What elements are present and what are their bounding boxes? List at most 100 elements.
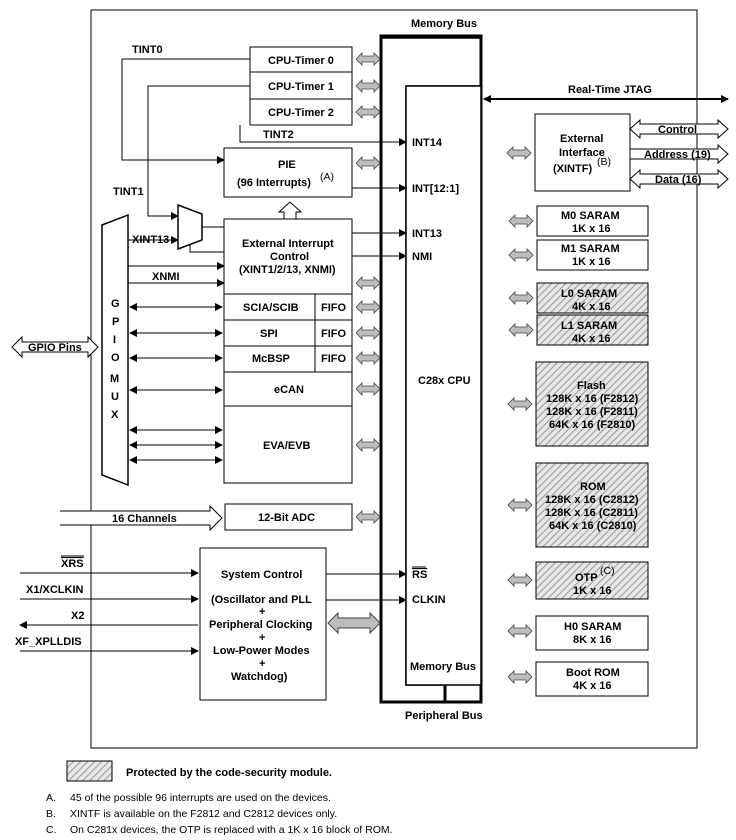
int12-label: INT[12:1] (412, 183, 459, 195)
adc-label: 12-Bit ADC (258, 512, 315, 524)
syscontrol-title: System Control (221, 569, 302, 581)
nmi-label: NMI (412, 251, 432, 263)
fifo-3: FIFO (321, 353, 346, 365)
spi-label: SPI (260, 328, 278, 340)
int13-label: INT13 (412, 228, 442, 240)
adc-box (224, 503, 353, 531)
note-c-label: C. (46, 824, 57, 836)
int14-label: INT14 (412, 137, 443, 149)
tint0-line (121, 58, 250, 164)
peripheral-bus-label: Peripheral Bus (405, 710, 483, 722)
gpio-mux (101, 213, 129, 487)
timer-1-label: CPU-Timer 1 (268, 81, 334, 93)
svg-text:Boot ROM: Boot ROM (566, 667, 620, 679)
note-c-text: On C281x devices, the OTP is replaced wi… (70, 824, 393, 836)
cpu-timer-2 (249, 98, 353, 126)
syscontrol-line4: Watchdog) (231, 671, 288, 683)
xintf-data-arrow (629, 168, 729, 190)
pie-note: (A) (320, 171, 334, 183)
svg-text:4K x 16: 4K x 16 (572, 301, 611, 313)
svg-text:(C): (C) (600, 565, 615, 577)
svg-text:+: + (259, 658, 265, 670)
x2-label: X2 (71, 610, 84, 622)
memory-bus-bottom-label: Memory Bus (410, 661, 476, 673)
svg-text:Address (19): Address (19) (644, 149, 711, 161)
pie-box (223, 147, 353, 198)
xintf-address-arrow (629, 143, 729, 165)
svg-text:4K x 16: 4K x 16 (573, 680, 612, 692)
tint1-line (147, 85, 250, 220)
note-a-text: 45 of the possible 96 interrupts are use… (70, 792, 331, 804)
h0-saram (535, 615, 649, 651)
note-a-label: A. (46, 792, 56, 804)
xintf-control-arrow (629, 118, 729, 140)
svg-text:+: + (259, 632, 265, 644)
legend-text: Protected by the code-security module. (126, 767, 332, 779)
svg-text:O: O (111, 352, 120, 364)
svg-text:+: + (259, 606, 265, 618)
svg-text:8K x 16: 8K x 16 (573, 634, 612, 646)
svg-text:L1 SARAM: L1 SARAM (561, 320, 617, 332)
xintf-line3: (XINTF) (553, 163, 592, 175)
svg-text:128K x 16 (C2812): 128K x 16 (C2812) (545, 494, 639, 506)
svg-text:1K x 16: 1K x 16 (573, 585, 612, 597)
fifo-2: FIFO (321, 328, 346, 340)
svg-text:64K x 16 (F2810): 64K x 16 (F2810) (549, 419, 636, 431)
svg-text:Data (16): Data (16) (655, 174, 702, 186)
gpio-pins-label: GPIO Pins (28, 342, 82, 354)
svg-text:I: I (113, 334, 116, 346)
svg-text:P: P (112, 316, 119, 328)
memory-bus-top-label: Memory Bus (411, 18, 477, 30)
tint1-label: TINT1 (113, 186, 144, 198)
note-b-text: XINTF is available on the F2812 and C281… (70, 808, 337, 820)
svg-text:H0 SARAM: H0 SARAM (564, 621, 621, 633)
pie-subtitle: (96 Interrupts) (237, 177, 311, 189)
syscontrol-bus-arrow (327, 611, 381, 635)
xintf-note: (B) (597, 156, 611, 168)
xf-label: XF_XPLLDIS (15, 636, 82, 648)
rom-block (535, 462, 649, 548)
fifo-1: FIFO (321, 302, 346, 314)
cpu-box (405, 85, 482, 686)
timer-0-label: CPU-Timer 0 (268, 55, 334, 67)
svg-text:128K x 16 (C2811): 128K x 16 (C2811) (545, 507, 638, 519)
svg-text:64K x 16 (C2810): 64K x 16 (C2810) (549, 520, 637, 532)
ecan-label: eCAN (274, 384, 304, 396)
m0-saram (536, 205, 649, 237)
boot-rom (535, 661, 649, 697)
xint-line2: Control (270, 251, 309, 263)
svg-text:4K x 16: 4K x 16 (572, 333, 611, 345)
adc-channels-label: 16 Channels (112, 513, 177, 525)
scia-label: SCIA/SCIB (243, 302, 299, 314)
svg-text:128K x 16 (F2812): 128K x 16 (F2812) (546, 393, 639, 405)
cpu-timer-1 (249, 71, 353, 100)
tint2-label: TINT2 (263, 129, 294, 141)
gpio-mux-letters: G P I O M U X (110, 298, 120, 421)
m1-saram (536, 239, 649, 271)
svg-text:G: G (111, 298, 120, 310)
mcbsp-label: McBSP (252, 353, 290, 365)
xint-line3: (XINT1/2/13, XNMI) (239, 264, 336, 276)
syscontrol-line2: Peripheral Clocking (209, 619, 312, 631)
tint0-label: TINT0 (132, 44, 163, 56)
xintf-line1: External (560, 133, 603, 145)
eva-label: EVA/EVB (263, 440, 311, 452)
system-control-box (199, 547, 327, 701)
svg-text:M: M (110, 373, 119, 385)
legend-swatch (66, 760, 113, 782)
svg-text:OTP: OTP (575, 572, 598, 584)
xint13-label: XINT13 (132, 234, 169, 246)
jtag-label: Real-Time JTAG (568, 84, 652, 96)
flash-block (535, 361, 649, 447)
adc-channels-arrow (60, 504, 223, 532)
svg-text:L0 SARAM: L0 SARAM (561, 288, 617, 300)
tint2-line (239, 125, 407, 146)
note-b-label: B. (46, 808, 56, 820)
xint-line1: External Interrupt (242, 238, 334, 250)
syscontrol-line1: (Oscillator and PLL (211, 594, 312, 606)
svg-text:X: X (111, 409, 119, 421)
l1-saram (536, 314, 649, 346)
cpu-label: C28x CPU (418, 375, 471, 387)
svg-text:128K x 16 (F2811): 128K x 16 (F2811) (546, 406, 638, 418)
